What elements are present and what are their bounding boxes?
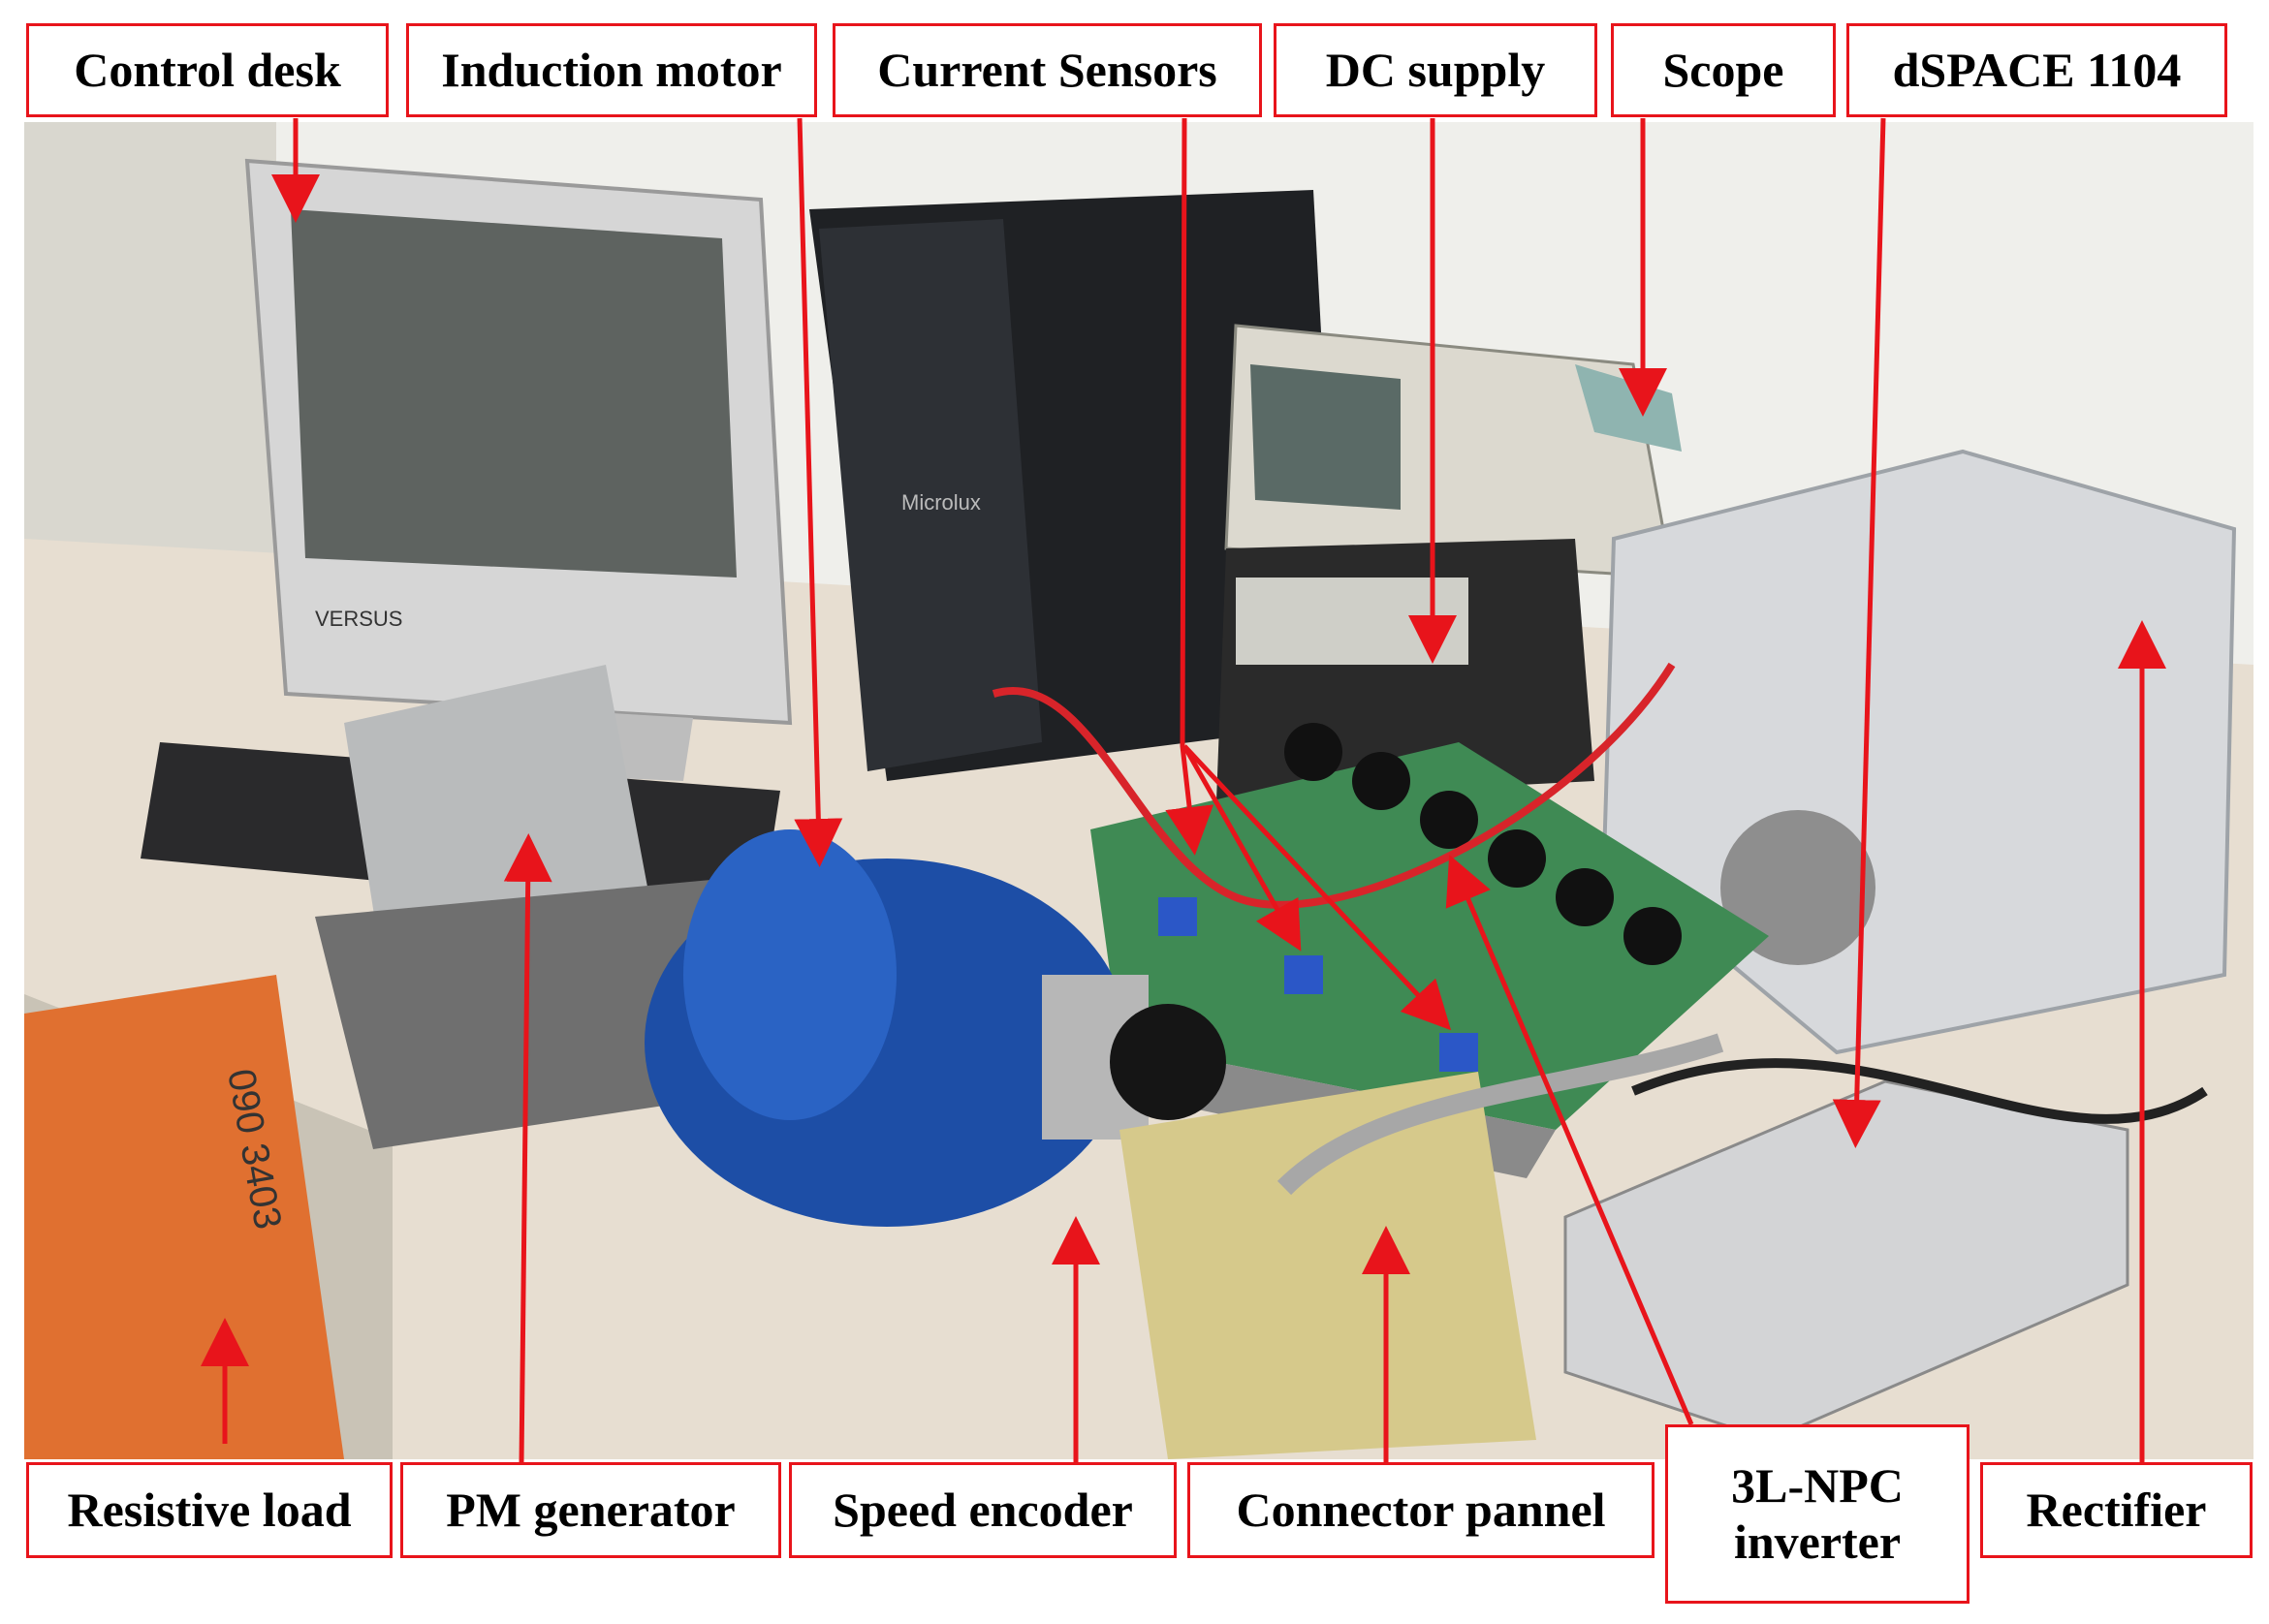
label-current-sensors-text: Current Sensors: [877, 42, 1217, 97]
oscilloscope: [1224, 324, 1682, 579]
label-speed-encoder: Speed encoder: [789, 1462, 1177, 1558]
label-control-desk: Control desk: [26, 23, 389, 117]
dc-supply-meters: [1236, 578, 1468, 665]
label-scope-text: Scope: [1662, 42, 1784, 97]
label-resistive-load-text: Resistive load: [67, 1482, 352, 1537]
monitor-brand-text: VERSUS: [315, 607, 402, 631]
label-dspace: dSPACE 1104: [1846, 23, 2227, 117]
label-npc-inverter-line1: 3L-NPC: [1731, 1458, 1904, 1513]
label-rectifier-text: Rectifier: [2026, 1482, 2207, 1537]
resistive-load: 090 3403: [24, 975, 344, 1459]
label-pm-generator-text: PM generator: [446, 1482, 736, 1537]
label-dspace-text: dSPACE 1104: [1892, 42, 2182, 97]
label-scope: Scope: [1611, 23, 1836, 117]
induction-motor: [645, 829, 1226, 1227]
label-induction-motor-text: Induction motor: [441, 42, 782, 97]
test-bench-photo: VERSUS Microlux: [24, 122, 2253, 1459]
label-connector-pannel: Connector pannel: [1187, 1462, 1654, 1558]
label-current-sensors: Current Sensors: [833, 23, 1262, 117]
label-npc-inverter: 3L-NPC inverter: [1665, 1424, 1970, 1604]
pc-brand-text: Microlux: [901, 490, 981, 515]
label-rectifier: Rectifier: [1980, 1462, 2253, 1558]
label-dc-supply: DC supply: [1274, 23, 1597, 117]
label-speed-encoder-text: Speed encoder: [833, 1482, 1133, 1537]
label-npc-inverter-line2: inverter: [1733, 1514, 1902, 1569]
pc-tower: Microlux: [809, 190, 1342, 781]
rectifier-fan: [1720, 810, 1875, 965]
label-pm-generator: PM generator: [400, 1462, 781, 1558]
label-induction-motor: Induction motor: [406, 23, 817, 117]
label-control-desk-text: Control desk: [74, 42, 341, 97]
label-dc-supply-text: DC supply: [1325, 42, 1546, 97]
connector-panel: [1119, 1072, 1536, 1459]
label-resistive-load: Resistive load: [26, 1462, 393, 1558]
label-connector-pannel-text: Connector pannel: [1236, 1482, 1606, 1537]
